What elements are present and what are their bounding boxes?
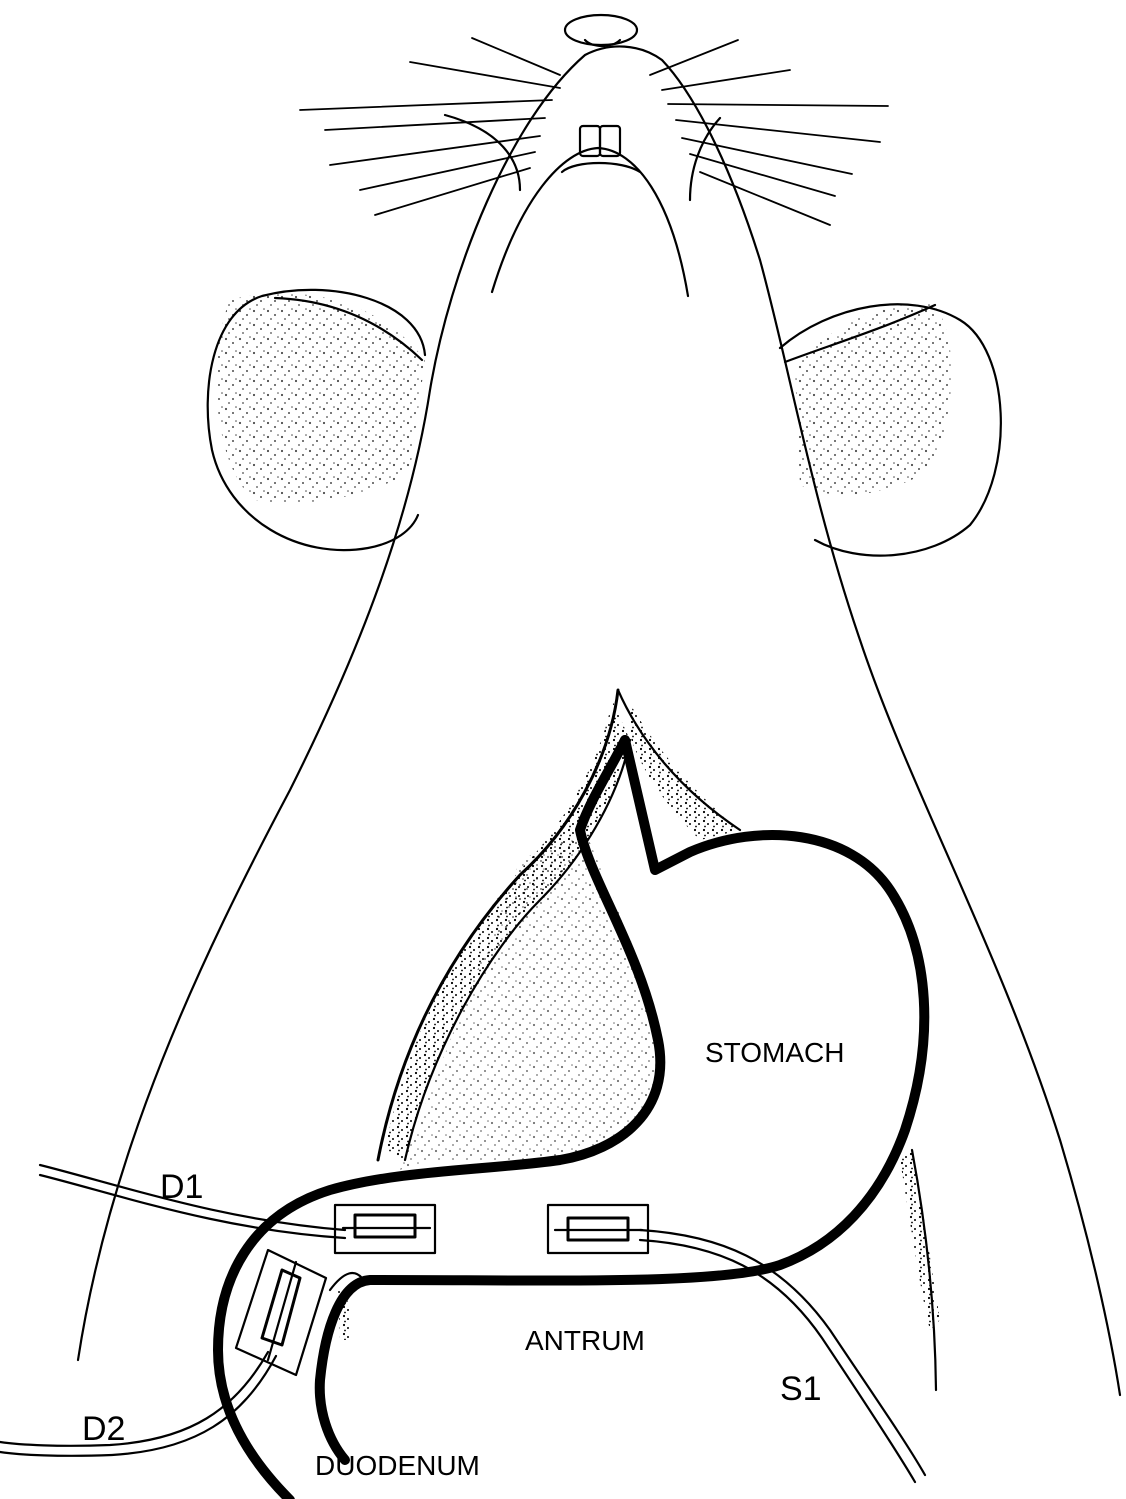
label-d1: D1 bbox=[160, 1168, 203, 1206]
label-d2: D2 bbox=[82, 1410, 125, 1448]
left-ear bbox=[208, 290, 425, 550]
label-s1: S1 bbox=[780, 1370, 822, 1408]
whiskers bbox=[300, 38, 888, 225]
label-antrum: ANTRUM bbox=[525, 1325, 645, 1356]
label-stomach: STOMACH bbox=[705, 1037, 845, 1068]
mouth bbox=[492, 126, 688, 296]
nose bbox=[565, 15, 637, 46]
right-ear bbox=[780, 304, 1001, 555]
label-duodenum: DUODENUM bbox=[315, 1450, 480, 1481]
body-outline bbox=[78, 46, 1120, 1395]
electrode-d2 bbox=[0, 1250, 326, 1456]
